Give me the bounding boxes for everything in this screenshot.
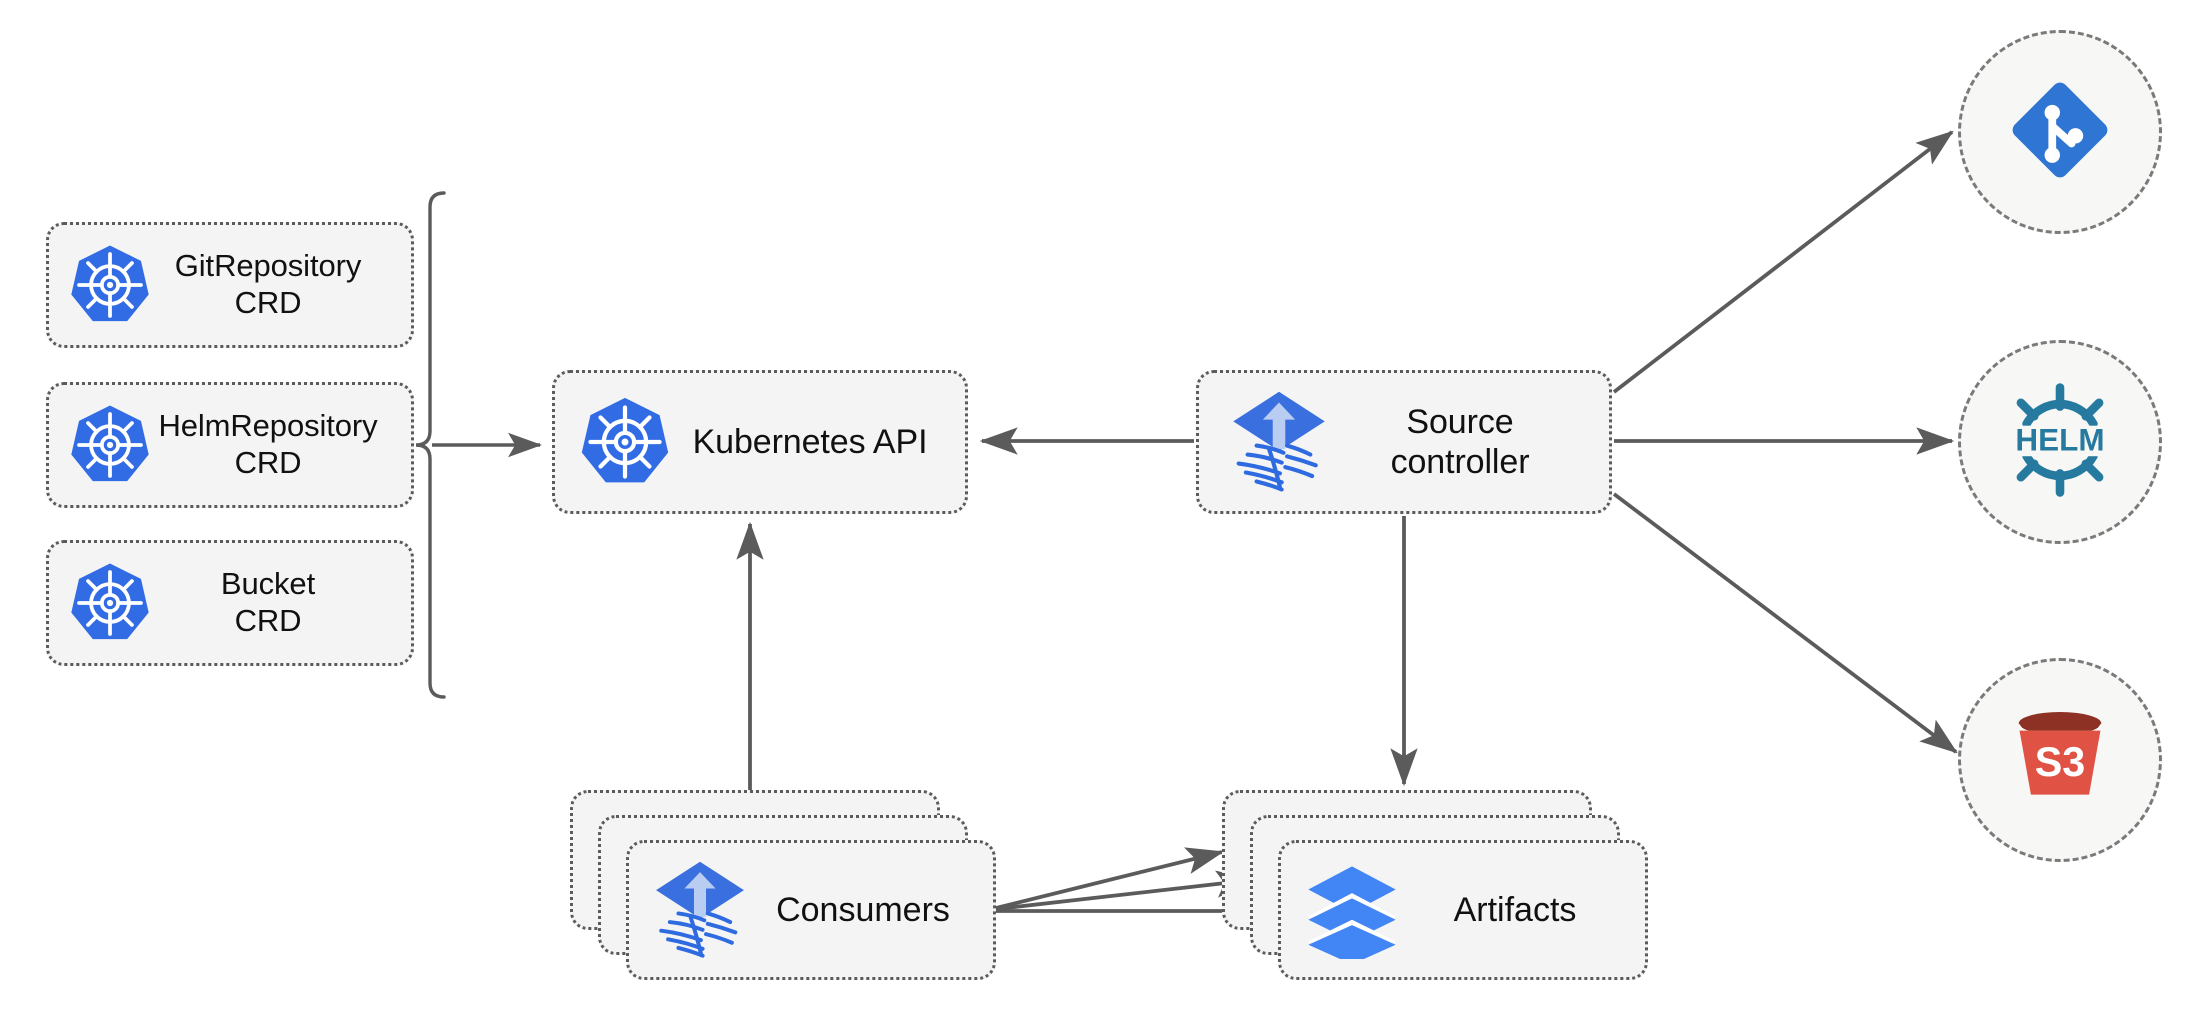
flux-icon [651,860,749,960]
node-source-controller[interactable]: Source controller [1196,370,1612,514]
node-label: Bucket CRD [220,566,316,638]
helm-icon: HELM [1998,378,2122,507]
helm-wordmark: HELM [2015,422,2104,457]
node-label: GitRepository CRD [174,248,362,320]
endpoint-s3[interactable]: S3 [1958,658,2162,862]
s3-wordmark: S3 [2035,738,2086,784]
node-helmrepository-crd[interactable]: HelmRepository CRD [46,382,414,508]
stack-sheet-front[interactable]: Artifacts [1278,840,1648,980]
edge-source-controller-to-git [1612,130,1954,394]
layers-icon [1303,860,1401,960]
edge-consumers-to-artifacts-middle [987,870,1255,912]
node-gitrepository-crd[interactable]: GitRepository CRD [46,222,414,348]
edge-consumers-to-artifacts-top [987,847,1225,912]
endpoint-helm[interactable]: HELM [1958,340,2162,544]
edge-source-controller-to-s3 [1612,492,1958,754]
node-label: Kubernetes API [692,422,928,461]
flux-icon [1229,390,1329,494]
kubernetes-icon [67,402,153,488]
node-kubernetes-api[interactable]: Kubernetes API [552,370,968,514]
s3-bucket-icon: S3 [1999,697,2121,824]
kubernetes-icon [67,560,153,646]
node-label: Consumers [776,890,950,929]
crd-group-brace [415,191,446,699]
node-artifacts[interactable]: Artifacts [1222,790,1652,982]
endpoint-git[interactable]: Git [1958,30,2162,234]
git-icon [2002,72,2118,193]
kubernetes-icon [67,242,153,328]
node-consumers[interactable]: Consumers [570,790,1000,982]
stack-sheet-front[interactable]: Consumers [626,840,996,980]
kubernetes-icon [577,394,673,490]
node-label: Source controller [1390,402,1530,481]
node-label: HelmRepository CRD [158,408,378,480]
node-label: Artifacts [1453,890,1577,929]
node-bucket-crd[interactable]: Bucket CRD [46,540,414,666]
